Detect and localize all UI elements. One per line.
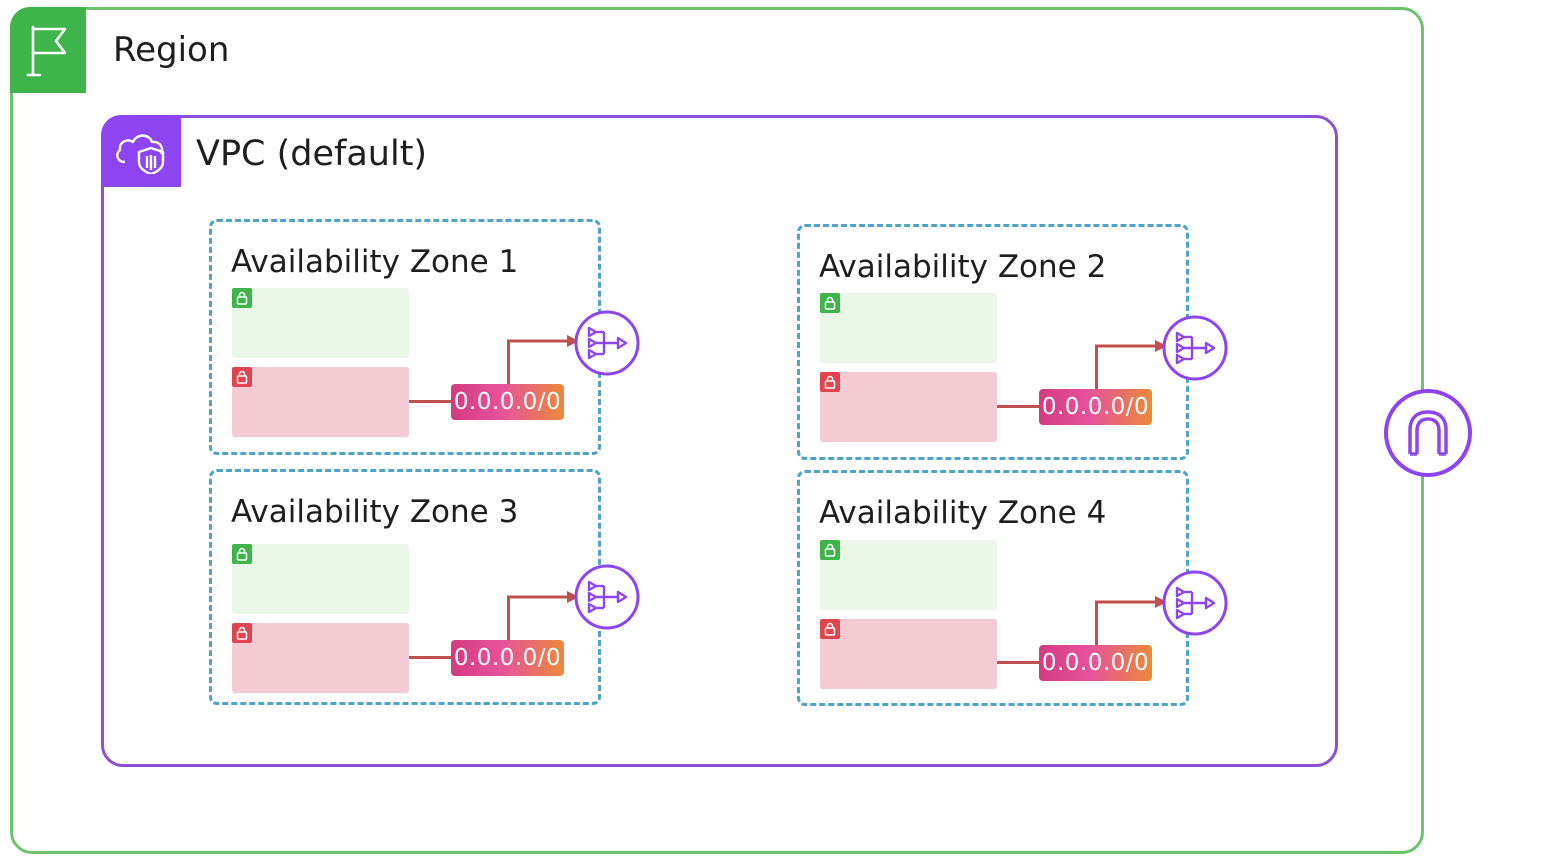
vpc-badge xyxy=(101,115,181,187)
az-title: Availability Zone 1 xyxy=(231,244,519,280)
route-connector xyxy=(409,656,453,659)
route-destination-badge: 0.0.0.0/0 xyxy=(451,384,564,420)
route-arrow xyxy=(1095,596,1167,608)
vpc-cloud-shield-icon xyxy=(116,134,165,174)
route-destination-badge: 0.0.0.0/0 xyxy=(451,640,564,676)
lock-icon xyxy=(820,372,840,392)
nat-gateway-icon xyxy=(574,564,640,630)
lock-icon xyxy=(232,288,252,308)
private-subnet xyxy=(820,372,997,442)
route-arrow xyxy=(507,335,579,347)
lock-icon xyxy=(232,623,252,643)
route-connector xyxy=(1095,345,1098,391)
route-destination-badge: 0.0.0.0/0 xyxy=(1039,389,1152,425)
route-connector xyxy=(997,405,1041,408)
availability-zone-3: Availability Zone 3 0.0.0.0/0 xyxy=(209,469,640,705)
lock-icon xyxy=(232,544,252,564)
flag-icon xyxy=(26,25,67,77)
route-connector xyxy=(1095,601,1098,647)
availability-zone-4: Availability Zone 4 0.0.0.0/0 xyxy=(797,470,1228,706)
route-arrow xyxy=(507,591,579,603)
nat-gateway-icon xyxy=(1162,315,1228,381)
route-destination-badge: 0.0.0.0/0 xyxy=(1039,645,1152,681)
lock-icon xyxy=(232,367,252,387)
availability-zone-2: Availability Zone 2 0.0.0.0/0 xyxy=(797,224,1228,460)
public-subnet xyxy=(820,540,997,610)
region-title: Region xyxy=(113,30,230,70)
route-arrow xyxy=(1095,340,1167,352)
route-connector xyxy=(507,340,510,386)
route-connector xyxy=(997,661,1041,664)
private-subnet xyxy=(232,367,409,437)
public-subnet xyxy=(232,544,409,614)
route-connector xyxy=(507,596,510,642)
public-subnet xyxy=(232,288,409,358)
private-subnet xyxy=(232,623,409,693)
vpc-title: VPC (default) xyxy=(196,134,428,174)
nat-gateway-icon xyxy=(1162,570,1228,636)
internet-gateway-icon xyxy=(1384,389,1472,477)
az-title: Availability Zone 4 xyxy=(819,495,1107,531)
availability-zone-1: Availability Zone 1 0.0.0.0/0 xyxy=(209,219,640,455)
public-subnet xyxy=(820,293,997,363)
az-title: Availability Zone 2 xyxy=(819,249,1107,285)
az-title: Availability Zone 3 xyxy=(231,494,519,530)
lock-icon xyxy=(820,619,840,639)
vpc-container xyxy=(101,115,1338,767)
route-connector xyxy=(409,400,453,403)
lock-icon xyxy=(820,293,840,313)
private-subnet xyxy=(820,619,997,689)
region-badge xyxy=(10,7,86,93)
nat-gateway-icon xyxy=(574,310,640,376)
lock-icon xyxy=(820,540,840,560)
